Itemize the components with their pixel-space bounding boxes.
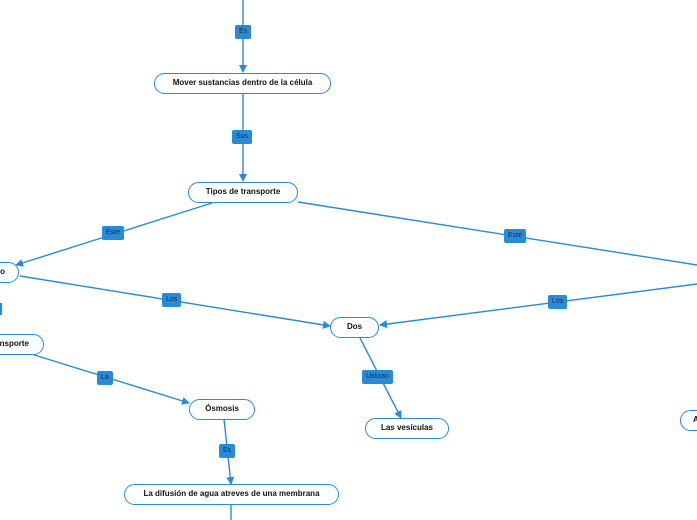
node-dos[interactable]: Dos (330, 317, 379, 338)
node-mover-sustancias[interactable]: Mover sustancias dentro de la célula (154, 73, 331, 94)
node-osmosis[interactable]: Ósmosis (189, 399, 255, 420)
label-la: La (97, 371, 113, 385)
node-right-partial[interactable]: A (680, 410, 697, 431)
label-este-right: Este (504, 229, 527, 243)
label-utilizan: Utilizan (362, 370, 393, 384)
label-los-left: Los (162, 293, 182, 307)
label-es-bottom: Es (219, 444, 236, 458)
label-sus: Sus (232, 130, 253, 144)
left-edge-marker (0, 303, 2, 315)
label-es-top: Es (235, 25, 252, 39)
node-tipos-de-transporte[interactable]: Tipos de transporte (188, 182, 298, 203)
label-este-left: Este (102, 226, 125, 240)
node-left-partial-top[interactable]: o (0, 262, 19, 283)
edge-right-to-dos (379, 283, 697, 329)
node-la-difusion[interactable]: La difusión de agua atreves de una membr… (124, 484, 339, 505)
edge-tipos-to-right (297, 201, 697, 266)
label-los-right: Los (548, 295, 568, 309)
node-left-partial-transporte[interactable]: nsporte (0, 334, 44, 355)
node-las-vesiculas[interactable]: Las vesículas (365, 418, 449, 439)
